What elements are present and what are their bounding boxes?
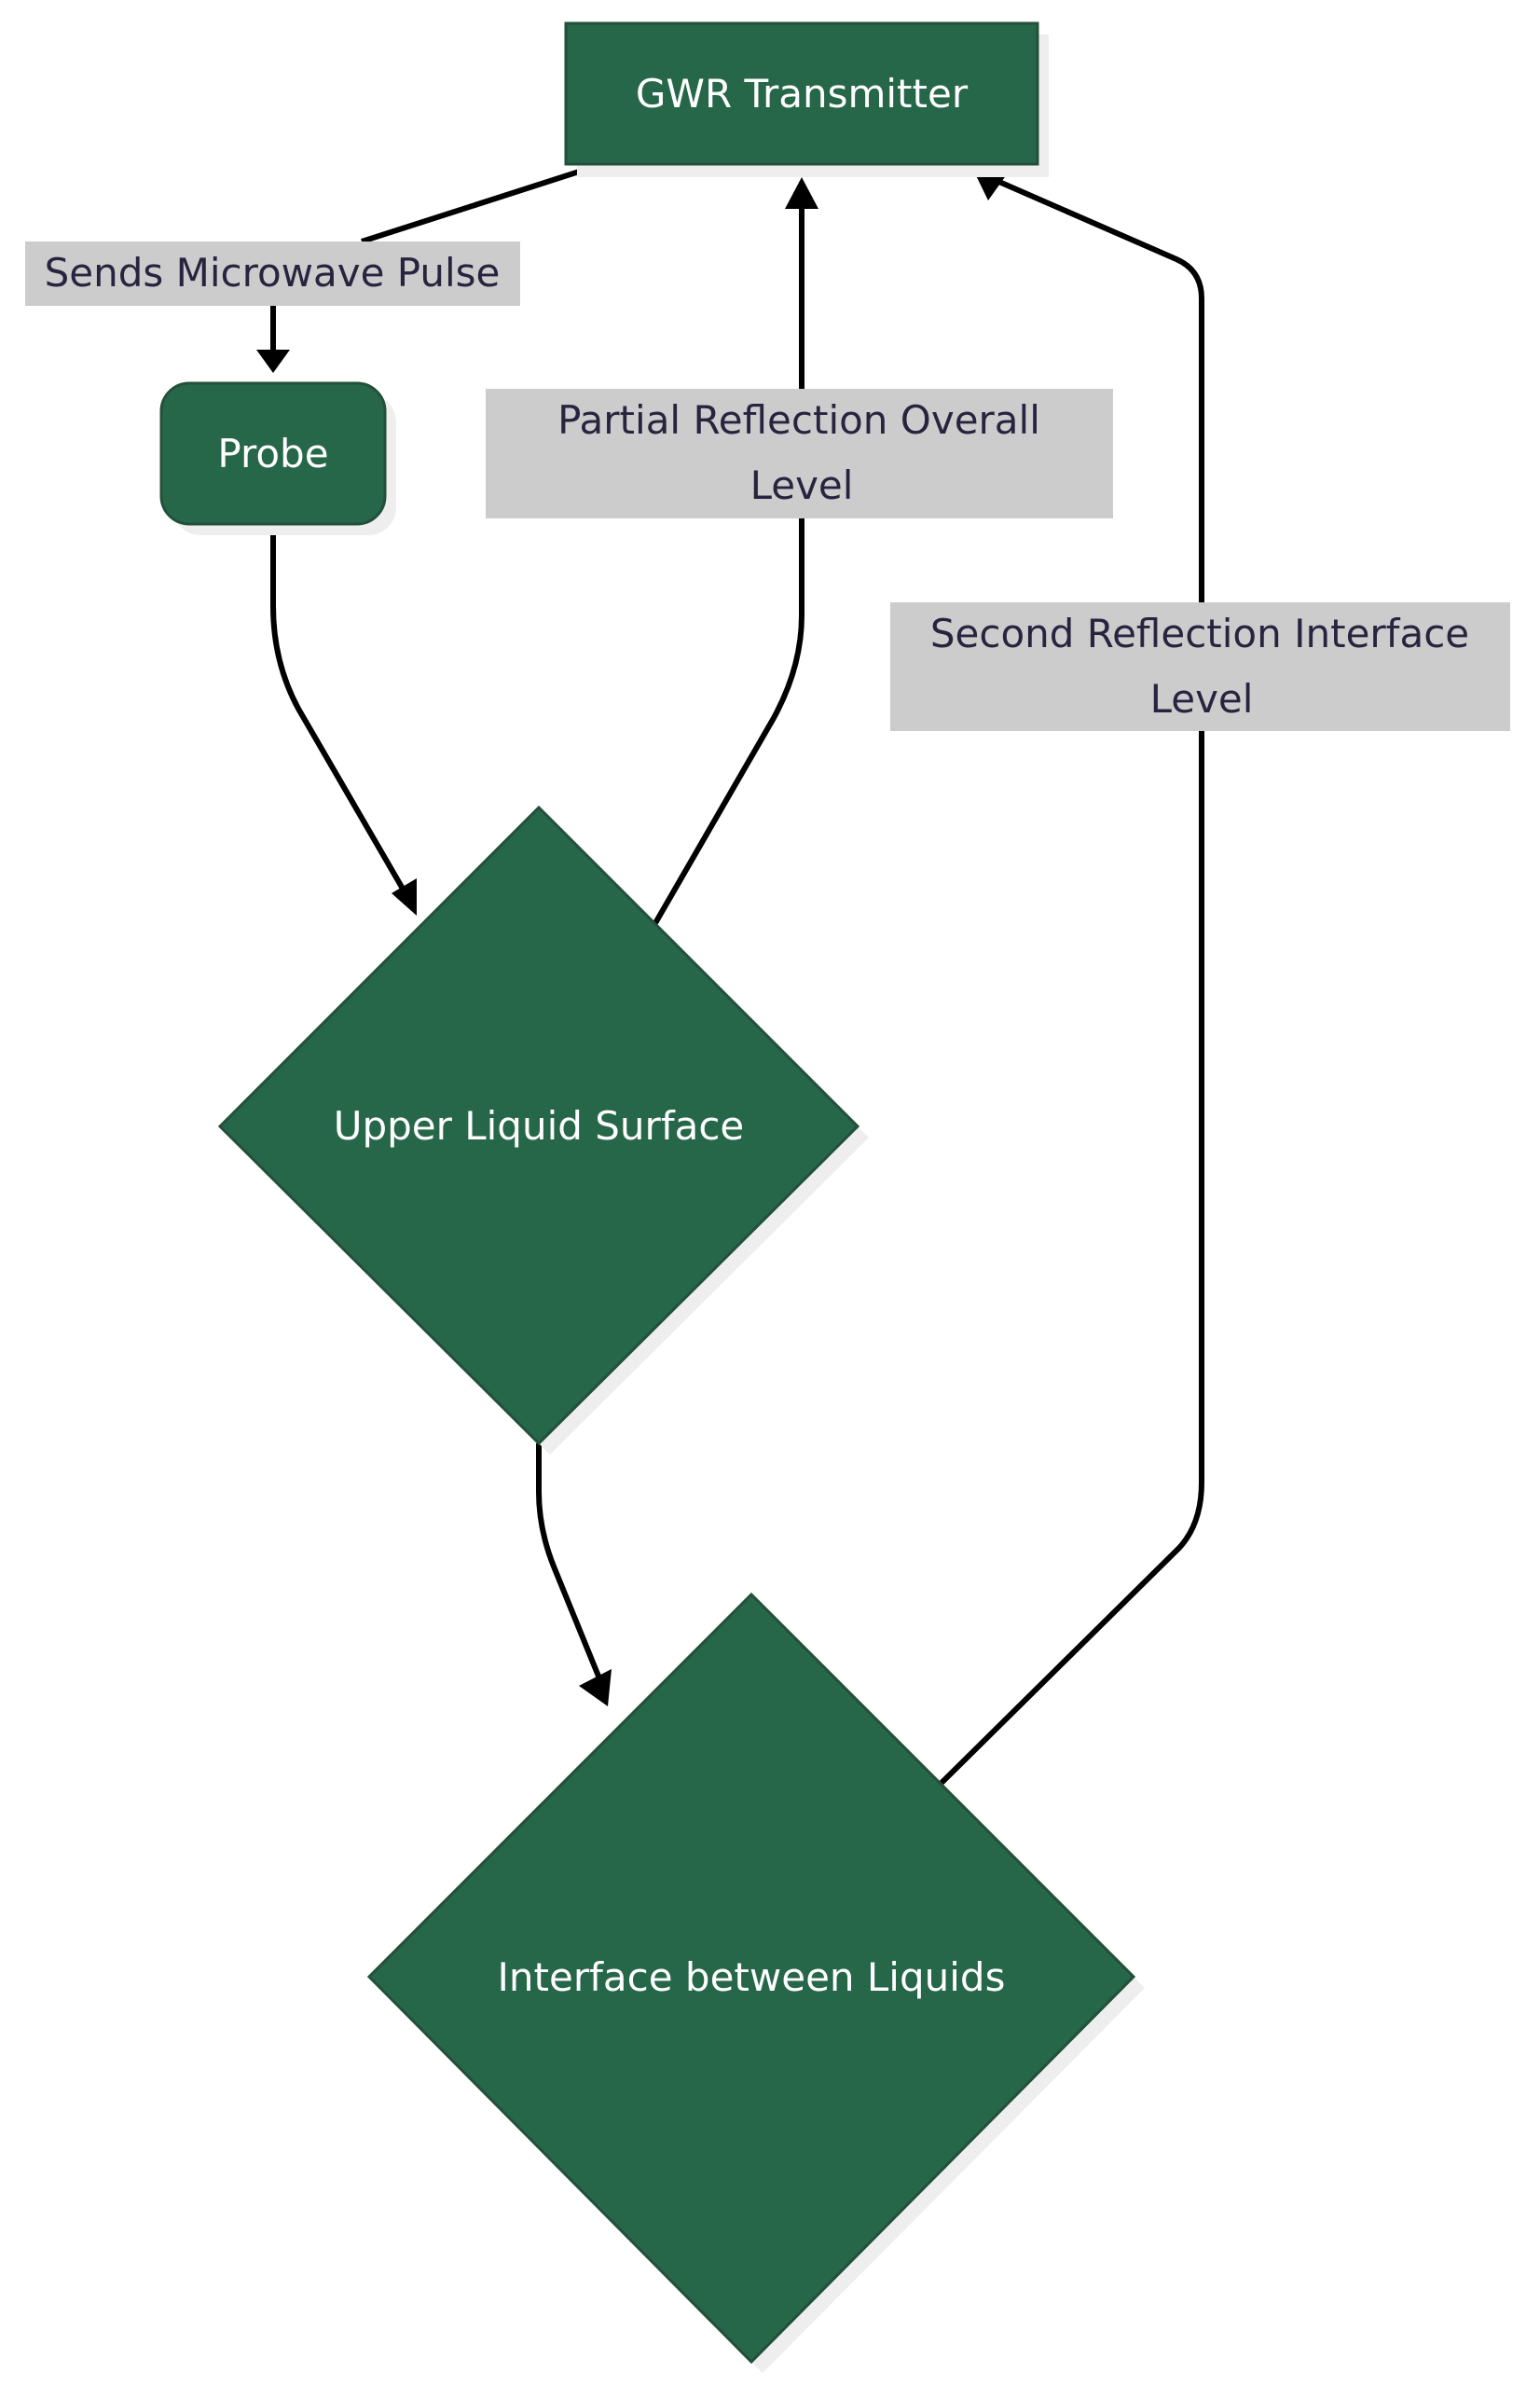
edge-label-text-line-2: Level xyxy=(750,462,854,508)
edge-upper-surface-to-transmitter xyxy=(653,200,804,925)
node-diamond xyxy=(217,805,860,1446)
node-label: Upper Liquid Surface xyxy=(334,1103,745,1149)
node-label: Interface between Liquids xyxy=(498,1954,1006,2000)
arrowhead-interface xyxy=(579,1669,612,1706)
node-label: Probe xyxy=(217,431,328,476)
edge-label-text-line-2: Level xyxy=(1150,676,1254,722)
edge-transmitter-to-probe xyxy=(270,163,598,352)
node-label: GWR Transmitter xyxy=(636,71,969,117)
edge-probe-to-upper-surface xyxy=(270,524,409,897)
arrowhead-probe xyxy=(256,350,290,373)
edge-label-text-line-1: Second Reflection Interface xyxy=(930,611,1469,656)
node-rounded-rectangle xyxy=(159,381,387,526)
edge-label-background xyxy=(25,241,520,306)
arrowhead-upper-surface xyxy=(392,878,417,916)
arrowhead-transmitter-center xyxy=(785,177,818,209)
edge-label-sends-microwave-pulse: Sends Microwave Pulse xyxy=(25,241,520,306)
edge-label-background xyxy=(890,602,1510,731)
edge-interface-to-transmitter xyxy=(939,176,1204,1786)
node-probe[interactable]: Probe xyxy=(159,381,396,535)
node-rectangle xyxy=(564,21,1039,166)
node-gwr-transmitter[interactable]: GWR Transmitter xyxy=(564,21,1049,177)
edge-label-text-line-1: Partial Reflection Overall xyxy=(557,397,1040,443)
edge-label-text: Sends Microwave Pulse xyxy=(45,250,501,296)
node-upper-liquid-surface[interactable]: Upper Liquid Surface xyxy=(217,805,869,1455)
edge-label-background xyxy=(486,389,1113,518)
node-diamond xyxy=(366,1592,1136,2365)
edge-upper-surface-to-interface xyxy=(536,1443,604,1685)
edge-label-second-reflection: Second Reflection Interface Level xyxy=(890,602,1510,731)
node-interface-between-liquids[interactable]: Interface between Liquids xyxy=(366,1592,1145,2373)
edge-label-partial-reflection: Partial Reflection Overall Level xyxy=(486,389,1113,518)
